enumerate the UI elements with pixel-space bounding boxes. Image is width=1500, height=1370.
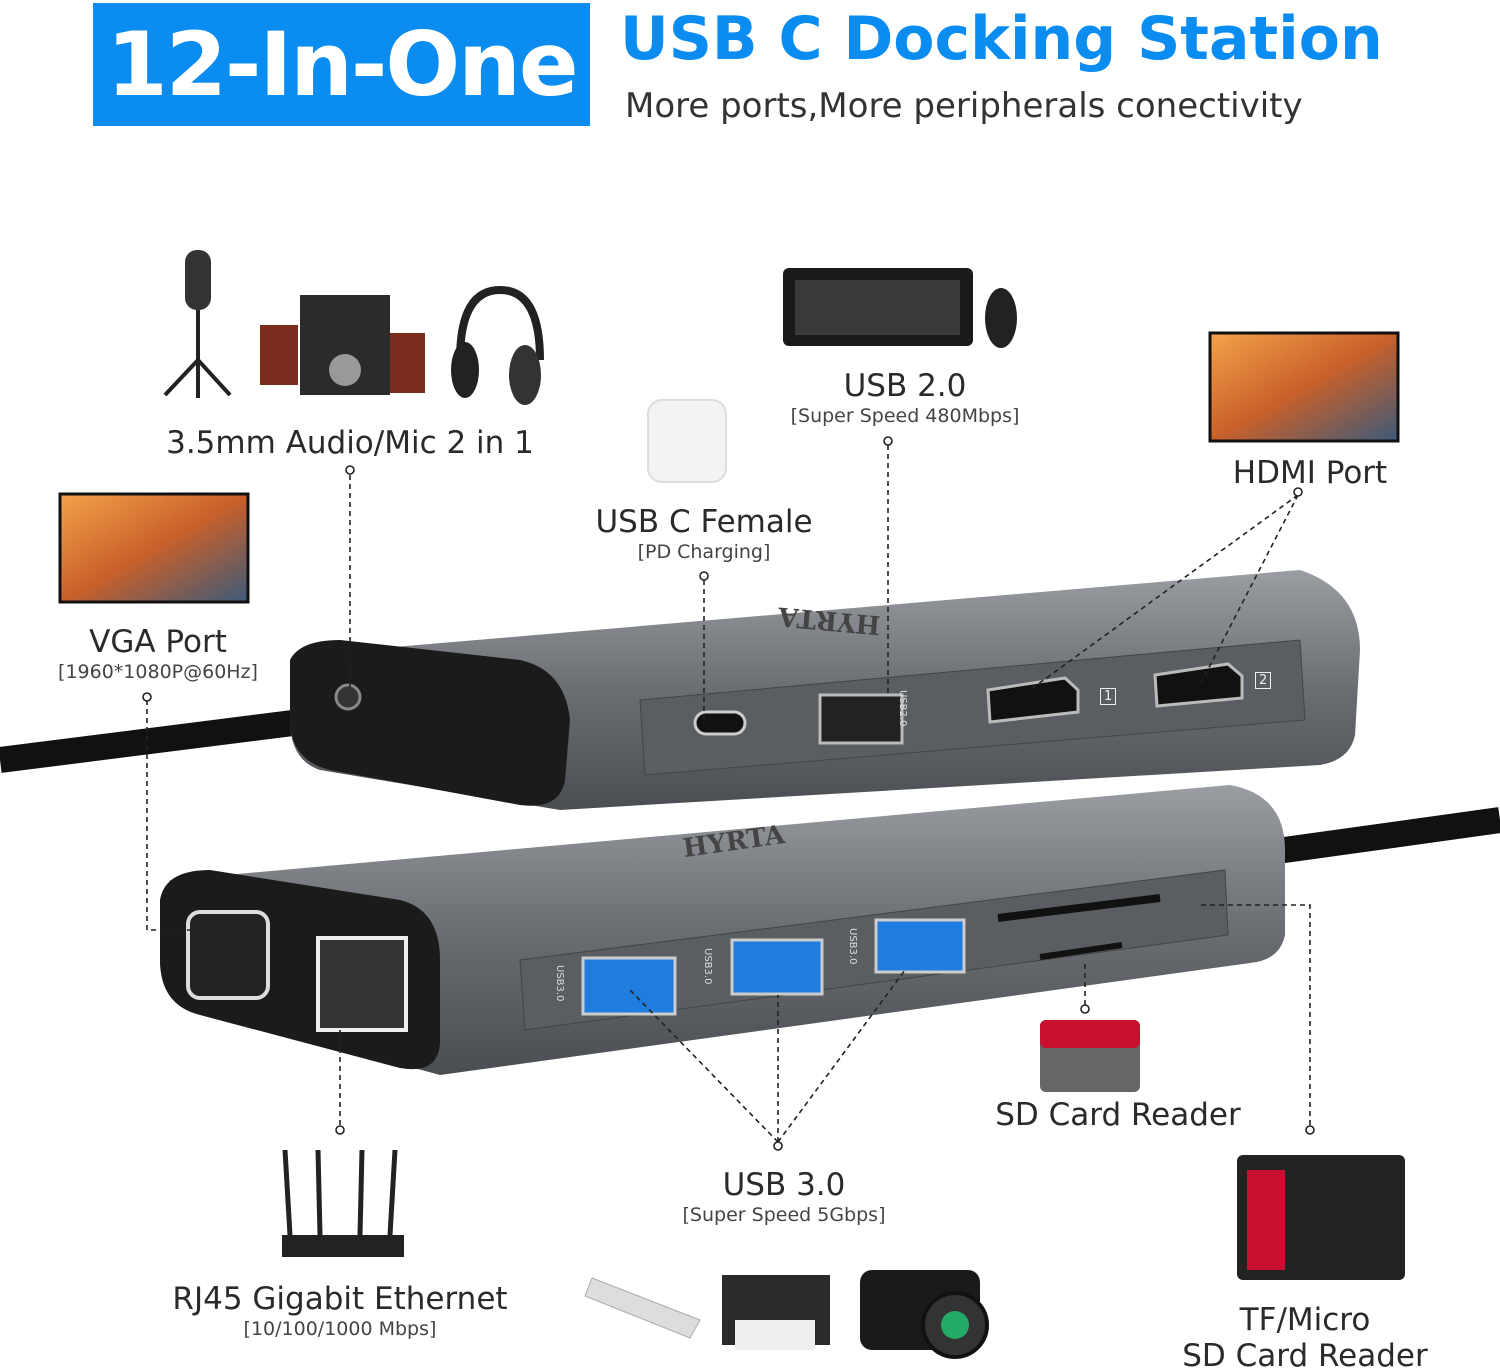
dock-lower: HYRTA bbox=[160, 785, 1285, 1075]
usb3-port-2 bbox=[730, 938, 824, 996]
page-title: USB C Docking Station bbox=[620, 4, 1383, 74]
label-usbc-main: USB C Female bbox=[595, 504, 813, 540]
sd-card-icon bbox=[1237, 1155, 1405, 1280]
usb3-port-3 bbox=[874, 918, 966, 974]
label-sd: SD Card Reader bbox=[995, 1097, 1241, 1133]
label-vga: VGA Port[1960*1080P@60Hz] bbox=[58, 624, 258, 684]
usb3-marking-2: USB3.0 bbox=[702, 948, 713, 985]
label-usb2-sub: [Super Speed 480Mbps] bbox=[790, 405, 1020, 427]
label-usb2: USB 2.0[Super Speed 480Mbps] bbox=[791, 368, 1020, 428]
hdmi-port-2 bbox=[1153, 662, 1244, 708]
label-tf-main: TF/Micro bbox=[1239, 1302, 1371, 1338]
label-tf-main2: SD Card Reader bbox=[1182, 1338, 1428, 1370]
label-hdmi: HDMI Port bbox=[1233, 455, 1387, 491]
label-audio: 3.5mm Audio/Mic 2 in 1 bbox=[166, 425, 534, 461]
camera-icon bbox=[860, 1270, 989, 1359]
label-usb3-sub: [Super Speed 5Gbps] bbox=[682, 1204, 886, 1226]
hdmi-port-1 bbox=[986, 676, 1080, 724]
label-usbc: USB C Female[PD Charging] bbox=[595, 504, 812, 564]
page-subtitle: More ports,More peripherals conectivity bbox=[625, 86, 1303, 126]
usb2-marking: USB2.0 bbox=[897, 690, 908, 727]
usbc-port bbox=[693, 710, 747, 736]
router-icon bbox=[282, 1149, 404, 1257]
label-rj45-sub: [10/100/1000 Mbps] bbox=[243, 1318, 437, 1340]
printer-icon bbox=[722, 1275, 830, 1350]
usb2-port bbox=[818, 693, 904, 745]
hdmi2-marking: 2 bbox=[1255, 672, 1272, 689]
label-hdmi-main: HDMI Port bbox=[1232, 455, 1388, 491]
usb-drive-icon bbox=[584, 1277, 701, 1339]
keyboard-icon bbox=[783, 268, 973, 346]
label-usb3: USB 3.0[Super Speed 5Gbps] bbox=[683, 1167, 886, 1227]
leader-lines bbox=[146, 445, 1311, 1143]
cable-lower bbox=[1268, 807, 1500, 865]
tv-icon-vga bbox=[58, 492, 250, 604]
tv-icon-hdmi bbox=[1208, 331, 1400, 443]
label-usb2-main: USB 2.0 bbox=[843, 368, 967, 404]
leader-dots bbox=[142, 436, 1315, 1151]
rj45-port bbox=[316, 936, 408, 1032]
vga-port bbox=[186, 910, 270, 1000]
audio-jack bbox=[334, 683, 362, 711]
badge-12-in-one: 12-In-One bbox=[93, 3, 590, 126]
label-usbc-sub: [PD Charging] bbox=[637, 541, 771, 563]
charger-icon bbox=[647, 399, 727, 483]
sd-slot bbox=[997, 894, 1161, 922]
usb3-port-1 bbox=[581, 956, 677, 1016]
label-rj45: RJ45 Gigabit Ethernet[10/100/1000 Mbps] bbox=[172, 1281, 507, 1341]
label-vga-main: VGA Port bbox=[89, 624, 227, 660]
label-vga-sub: [1960*1080P@60Hz] bbox=[58, 661, 258, 683]
label-rj45-main: RJ45 Gigabit Ethernet bbox=[172, 1281, 508, 1317]
label-usb3-main: USB 3.0 bbox=[722, 1167, 846, 1203]
mouse-icon bbox=[985, 288, 1017, 348]
usb3-marking-1: USB3.0 bbox=[554, 965, 565, 1002]
headset-icon bbox=[451, 285, 544, 405]
label-audio-main: 3.5mm Audio/Mic 2 in 1 bbox=[166, 425, 534, 461]
usb3-marking-3: USB3.0 bbox=[847, 928, 858, 965]
dock-upper: HYRTA bbox=[290, 570, 1360, 810]
label-sd-main: SD Card Reader bbox=[995, 1097, 1241, 1133]
microsd-card-icon bbox=[1040, 1020, 1140, 1092]
microphone-icon bbox=[163, 250, 232, 398]
hdmi1-marking: 1 bbox=[1100, 688, 1117, 705]
tf-slot bbox=[1039, 942, 1123, 960]
speakers-icon bbox=[260, 295, 425, 395]
